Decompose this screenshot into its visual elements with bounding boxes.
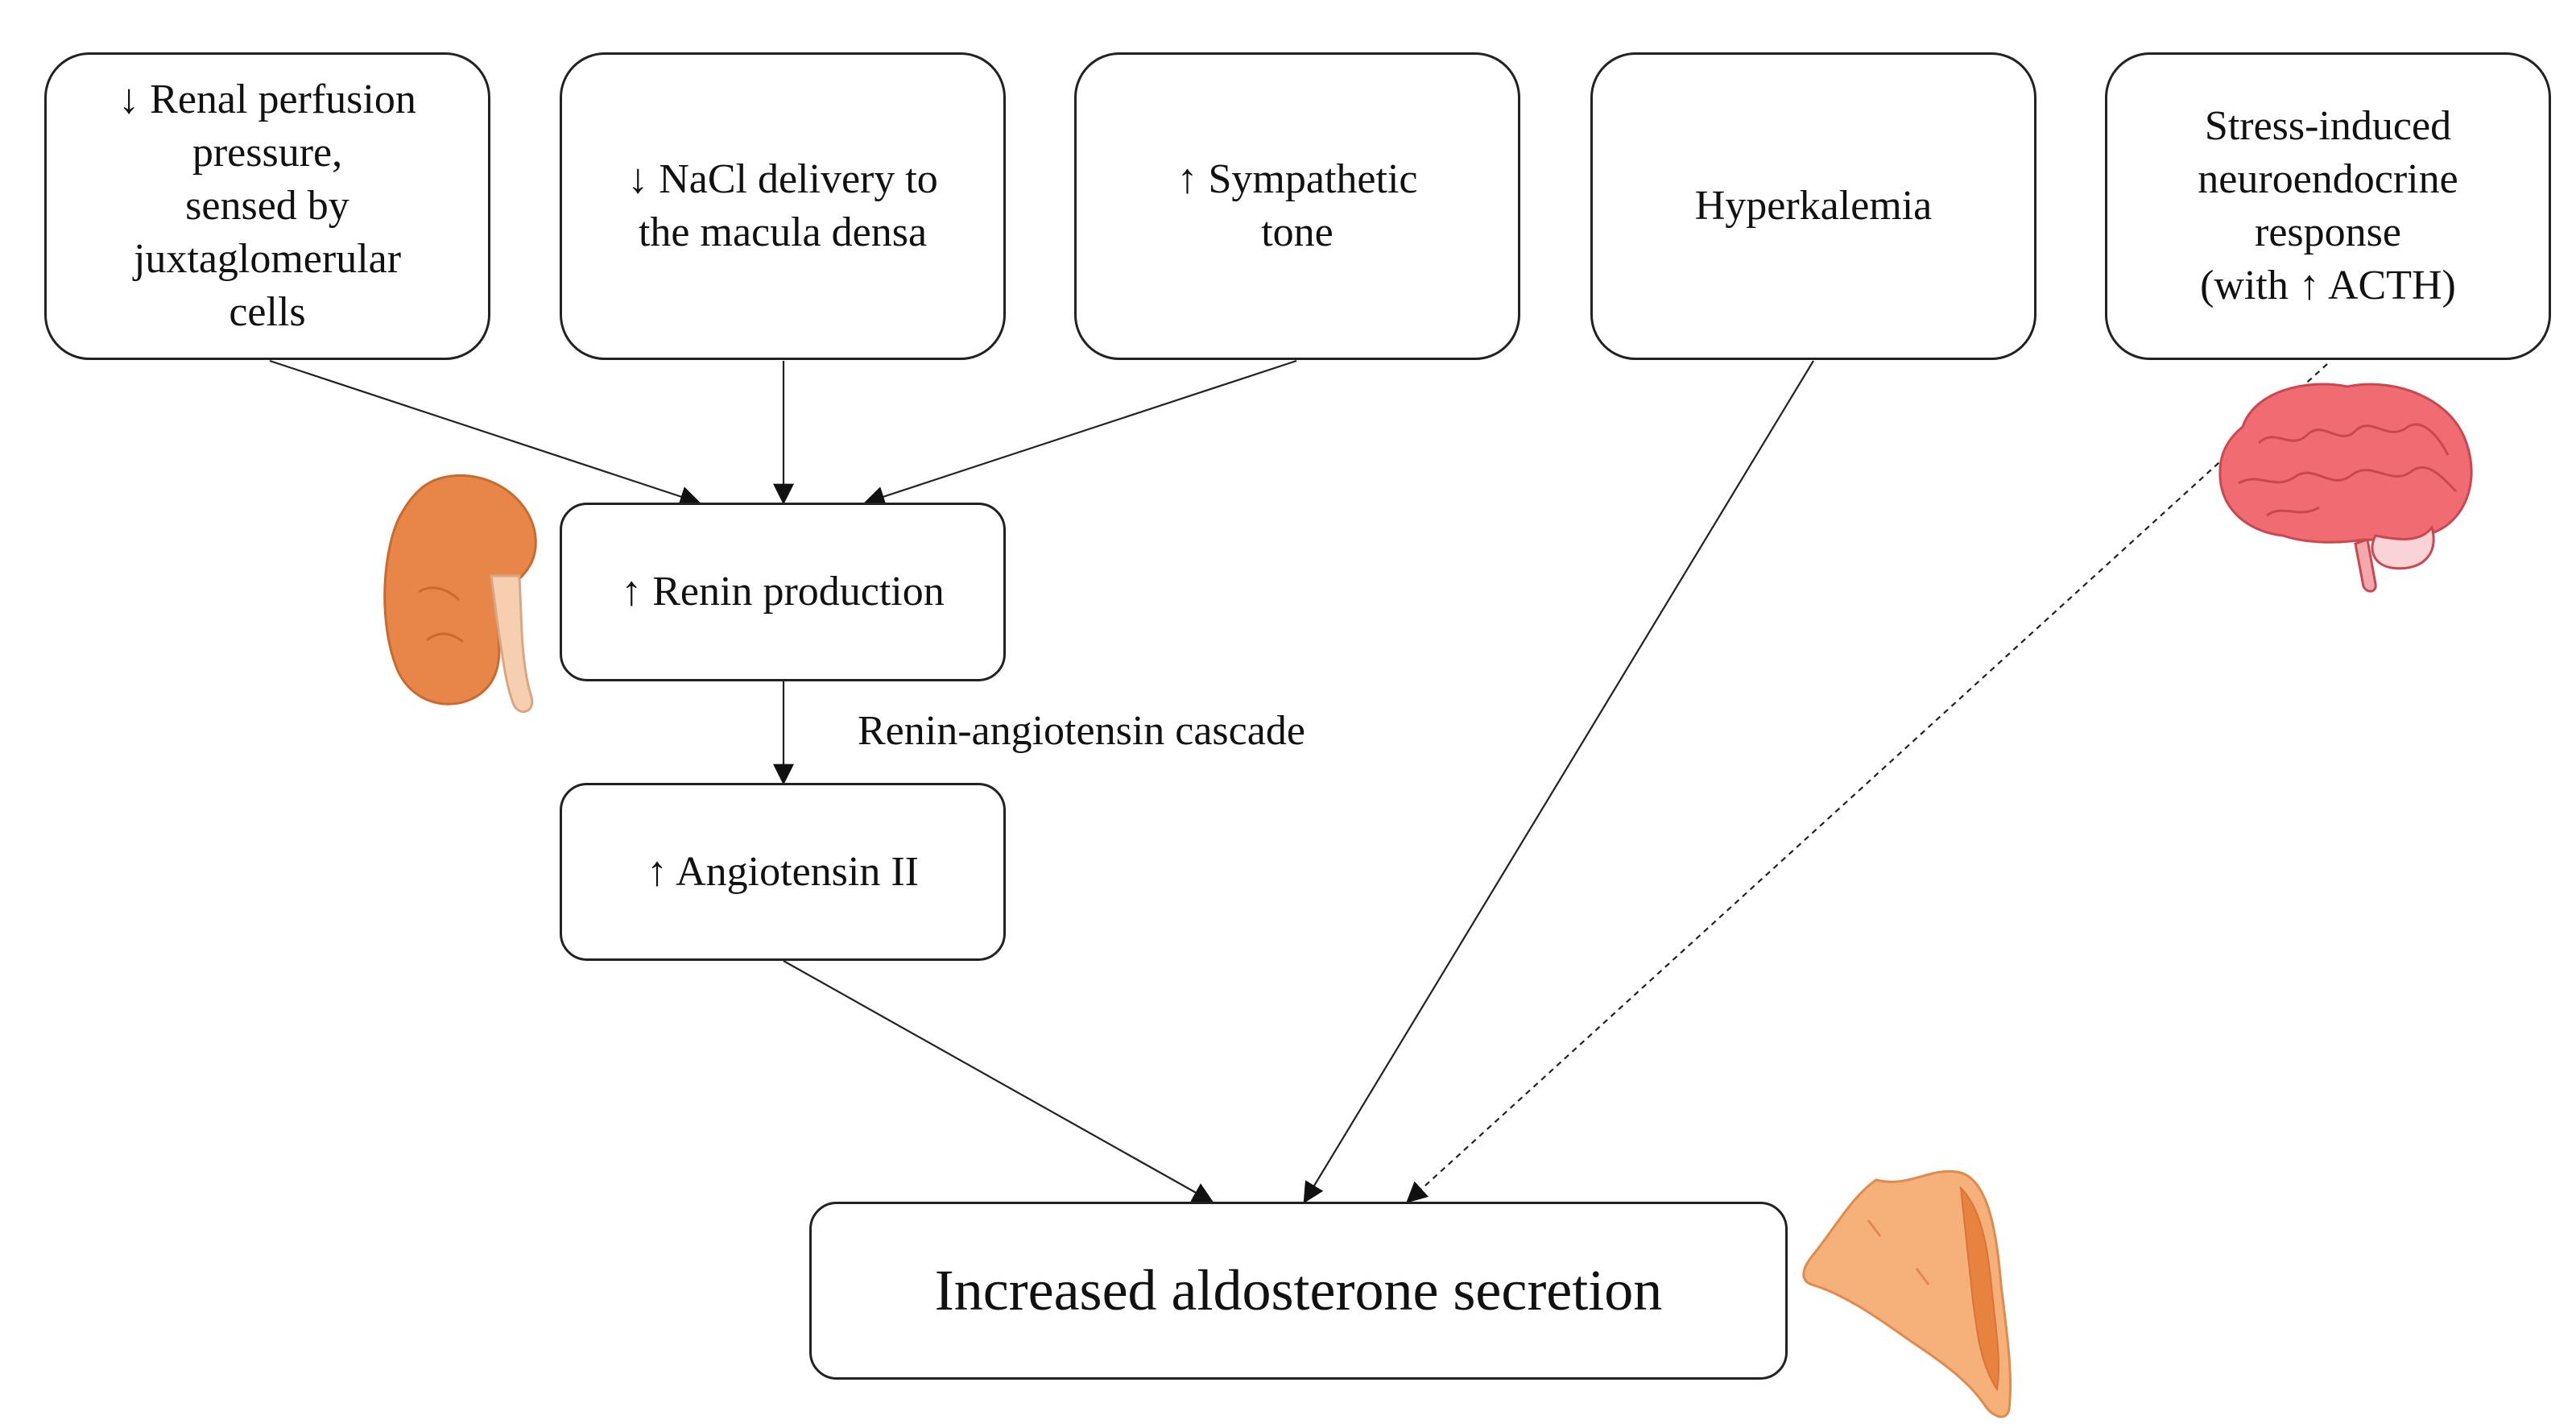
arrow-sympathetic-to-renin <box>863 359 1297 507</box>
arrow-angiotensin-to-outcome <box>783 960 1214 1203</box>
stress-response-text: Stress-induced neuroendocrine response (… <box>2198 100 2458 313</box>
nacl-delivery-text: ↓ NaCl delivery to the macula densa <box>627 153 938 259</box>
brain-illustration <box>2218 383 2473 593</box>
input-box-nacl-delivery: ↓ NaCl delivery to the macula densa <box>560 52 1006 360</box>
angiotensin-ii-text: ↑ Angiotensin II <box>647 848 919 895</box>
sympathetic-line: tone <box>1261 209 1333 255</box>
renal-line: ↓ Renal perfusion <box>118 77 416 122</box>
hyperkalemia-line: Hyperkalemia <box>1694 183 1933 229</box>
nacl-line: the macula densa <box>638 209 928 255</box>
aldosterone-outcome-text: Increased aldosterone secretion <box>934 1258 1663 1322</box>
nacl-line: ↓ NaCl delivery to <box>627 156 938 202</box>
stress-line: Stress-induced <box>2204 103 2452 149</box>
renal-line: juxtaglomerular <box>133 236 402 282</box>
sympathetic-tone-text: ↑ Sympathetic tone <box>1177 153 1418 259</box>
renal-line: cells <box>229 289 306 335</box>
angiotensin-ii-box: ↑ Angiotensin II <box>560 783 1006 961</box>
stress-line: response <box>2255 209 2401 255</box>
arrow-hyperkalemia-to-outcome <box>1303 360 1814 1204</box>
adrenal-gland-illustration <box>1802 1169 2012 1418</box>
renal-line: pressure, <box>192 130 343 176</box>
renin-production-box: ↑ Renin production <box>560 503 1006 681</box>
input-box-stress-response: Stress-induced neuroendocrine response (… <box>2105 52 2551 360</box>
aldosterone-outcome-box: Increased aldosterone secretion <box>809 1202 1788 1380</box>
sympathetic-line: ↑ Sympathetic <box>1176 156 1418 202</box>
hyperkalemia-text: Hyperkalemia <box>1695 180 1933 233</box>
stress-line: (with ↑ ACTH) <box>2200 263 2456 308</box>
renal-perfusion-text: ↓ Renal perfusion pressure, sensed by ju… <box>118 73 416 339</box>
renal-line: sensed by <box>185 183 349 229</box>
input-box-hyperkalemia: Hyperkalemia <box>1590 52 2036 360</box>
input-box-sympathetic-tone: ↑ Sympathetic tone <box>1074 52 1520 360</box>
input-box-renal-perfusion: ↓ Renal perfusion pressure, sensed by ju… <box>44 52 490 360</box>
renin-angiotensin-cascade-label: Renin-angiotensin cascade <box>858 708 1305 754</box>
arrow-stress-to-outcome-dashed <box>1406 363 2328 1203</box>
kidney-illustration <box>383 474 537 714</box>
renin-production-text: ↑ Renin production <box>621 569 945 615</box>
stress-line: neuroendocrine <box>2198 156 2458 202</box>
arrow-renal-to-renin <box>269 359 701 507</box>
